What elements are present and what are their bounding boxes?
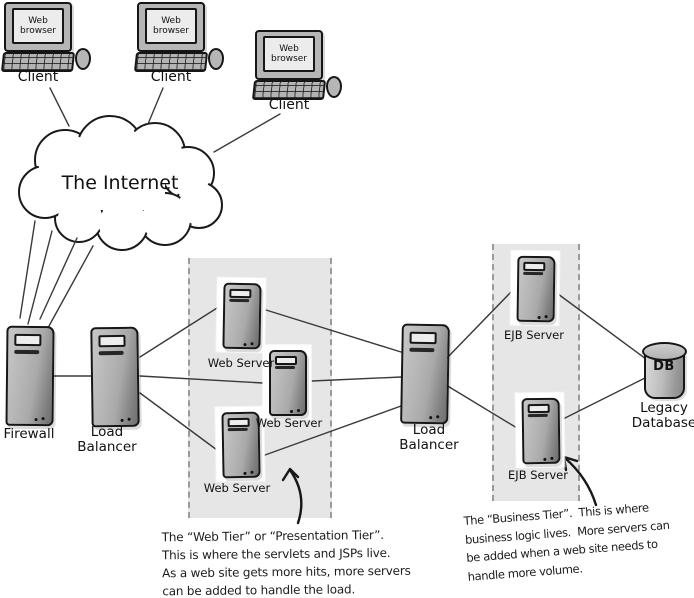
mouse-icon <box>326 76 342 98</box>
ejb-server-node-1 <box>510 250 560 326</box>
server-icon <box>516 255 556 323</box>
database-icon: DB <box>641 342 687 402</box>
web-browser-screen: Web browser <box>145 8 197 44</box>
client-node-1: Web browser Client <box>0 2 91 88</box>
web-server-label-2: Web Server <box>255 416 323 430</box>
server-icon <box>222 282 262 350</box>
web-tier-note: The “Web Tier” or “Presentation Tier”. T… <box>161 527 411 598</box>
database-label: Legacy Database <box>631 400 694 432</box>
load-balancer-web-icon <box>90 326 140 428</box>
web-tier-arrow-icon <box>281 467 303 525</box>
business-tier-note: The “Business Tier”. This is where busin… <box>463 500 670 584</box>
web-browser-screen: Web browser <box>12 8 64 44</box>
mouse-icon <box>208 48 224 70</box>
client-label: Client <box>17 69 59 85</box>
internet-cloud-icon <box>18 115 223 251</box>
web-server-node-1 <box>216 277 266 353</box>
monitor-icon: Web browser <box>255 30 323 80</box>
client-node-3: Web browser Client <box>251 30 342 116</box>
firewall-server-icon <box>5 325 55 427</box>
client-node-2: Web browser Client <box>133 2 224 88</box>
monitor-icon: Web browser <box>4 2 72 52</box>
web-server-label-1: Web Server <box>207 356 275 370</box>
firewall-label: Firewall <box>3 426 55 442</box>
mouse-icon <box>75 48 91 70</box>
server-icon <box>269 350 307 416</box>
load-balancer-ejb-label: Load Balancer <box>399 422 459 454</box>
ejb-server-node-2 <box>515 392 565 468</box>
ejb-server-label-2: EJB Server <box>508 468 568 482</box>
load-balancer-web-label: Load Balancer <box>77 424 137 456</box>
monitor-icon: Web browser <box>137 2 205 52</box>
web-browser-screen: Web browser <box>263 36 315 72</box>
internet-label: The Internet <box>61 172 179 194</box>
load-balancer-ejb-icon <box>400 323 450 425</box>
web-server-label-3: Web Server <box>203 481 271 495</box>
client-label: Client <box>268 97 310 113</box>
ejb-server-label-1: EJB Server <box>504 328 564 342</box>
client-label: Client <box>150 69 192 85</box>
web-server-node-2 <box>263 345 311 419</box>
server-icon <box>521 397 561 465</box>
database-badge: DB <box>653 359 675 374</box>
